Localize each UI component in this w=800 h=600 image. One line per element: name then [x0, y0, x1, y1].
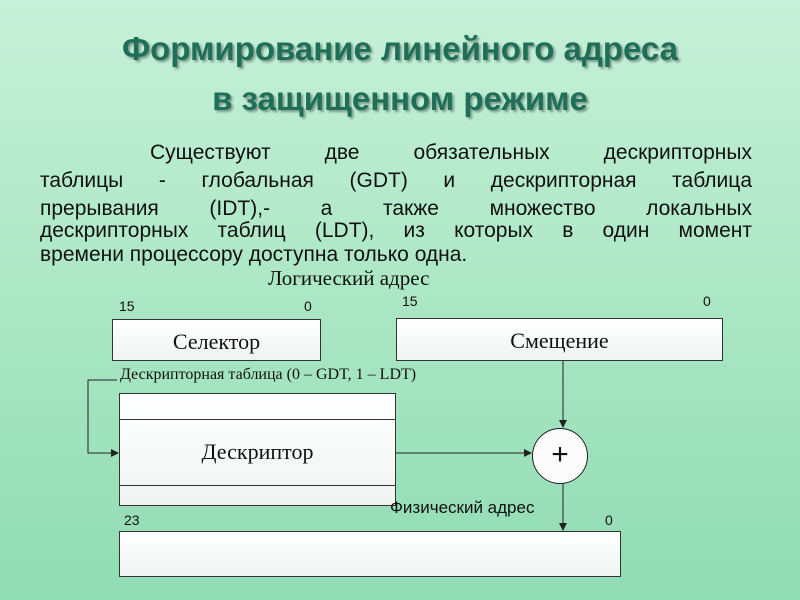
- descriptor-table-label: Дескрипторная таблица (0 – GDT, 1 – LDT): [120, 366, 417, 383]
- selector-bit-low: 0: [304, 298, 312, 314]
- slide-title-line-1: Формирование линейного адреса: [121, 30, 679, 67]
- descriptor-table: Дескриптор: [119, 393, 396, 506]
- plus-icon: +: [551, 438, 569, 471]
- paragraph-line-5: времени процессору доступна только одна.: [40, 243, 468, 266]
- selector-label: Селектор: [172, 329, 261, 354]
- slide-title-line-2: в защищенном режиме: [212, 80, 588, 117]
- paragraph-line-1: Существуют две обязательных дескрипторны…: [150, 141, 752, 164]
- descriptor-row-divider-bottom: [120, 485, 395, 486]
- physical-bit-low: 0: [605, 512, 613, 528]
- paragraph-line-2: таблицы - глобальная (GDT) и дескрипторн…: [40, 169, 752, 192]
- physical-address-box: [119, 531, 621, 577]
- descriptor-label: Дескриптор: [201, 439, 314, 464]
- physical-address-label: Физический адрес: [390, 498, 535, 517]
- paragraph-line-4: дескрипторных таблиц (LDT), из которых в…: [40, 219, 752, 242]
- paragraph-line-3: прерывания (IDT),- а также множество лок…: [40, 197, 752, 220]
- selector-bit-high: 15: [119, 298, 135, 314]
- physical-bit-high: 23: [124, 512, 140, 528]
- logical-address-label: Логический адрес: [268, 266, 430, 290]
- selector-to-table-arrow: [87, 379, 119, 457]
- selector-box: Селектор: [112, 319, 321, 361]
- adder-circle: +: [532, 428, 588, 484]
- offset-bit-low: 0: [703, 293, 711, 309]
- offset-box: Смещение: [396, 318, 723, 361]
- offset-bit-high: 15: [402, 293, 418, 309]
- descriptor-row-divider-top: [120, 419, 395, 420]
- offset-label: Смещение: [510, 328, 609, 353]
